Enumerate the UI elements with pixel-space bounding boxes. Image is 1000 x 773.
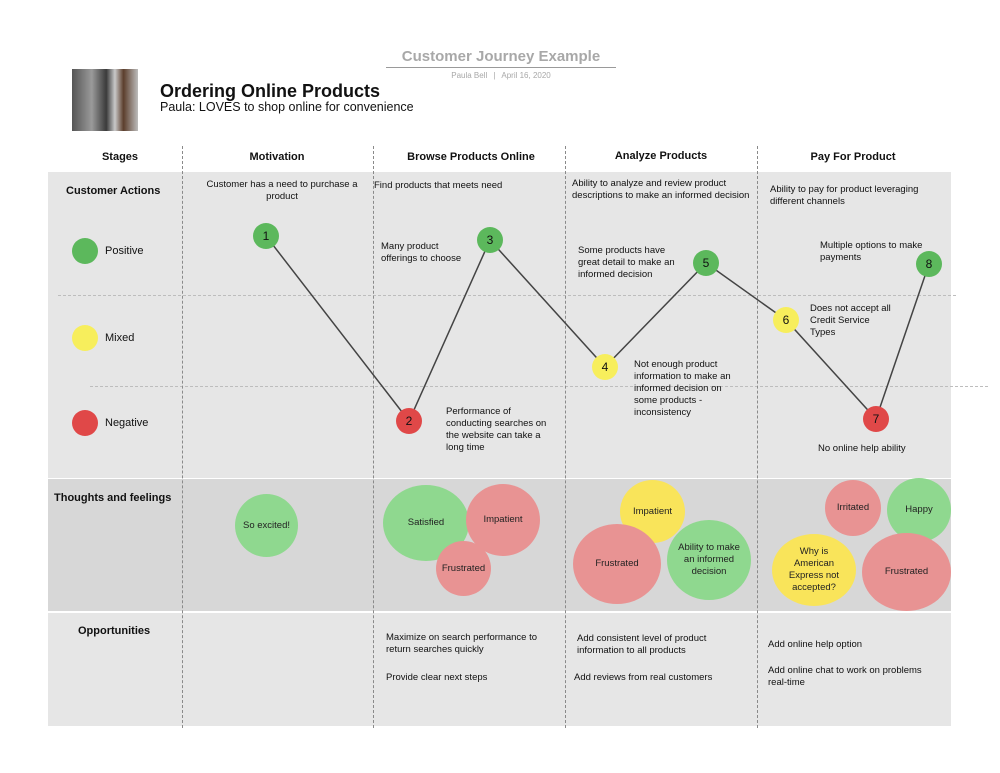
date: April 16, 2020 (501, 71, 551, 80)
opportunities-panel (48, 613, 951, 726)
persona-photo (72, 69, 138, 131)
feeling-bubble: Irritated (825, 480, 881, 536)
journey-point-8 (916, 251, 942, 277)
column-divider (182, 146, 183, 728)
journey-point-2 (396, 408, 422, 434)
feeling-bubble: So excited! (235, 494, 298, 557)
feeling-bubble: Frustrated (573, 524, 661, 604)
row-label-thoughts: Thoughts and feelings (54, 492, 172, 504)
stages-label: Stages (101, 151, 139, 163)
note-point-2: Performance of conducting searches on th… (446, 406, 547, 453)
opportunity-item: Add online chat to work on problems real… (768, 665, 922, 688)
note-point-4: Not enough product information to make a… (634, 359, 731, 418)
journey-point-label: 8 (926, 257, 933, 271)
note-point-3: Many product offerings to choose (381, 241, 462, 264)
action-browse: Find products that meets need (374, 180, 503, 191)
column-divider (565, 146, 566, 728)
legend-mixed: Mixed (105, 332, 135, 344)
note-point-6: Does not accept all Credit Service Types (810, 303, 891, 338)
journey-point-3 (477, 227, 503, 253)
feeling-bubble: Ability to make an informed decision (667, 520, 751, 600)
opportunity-item: Add reviews from real customers (574, 672, 713, 683)
journey-line (265, 235, 930, 423)
journey-point-label: 6 (783, 313, 790, 327)
opportunity-item: Add consistent level of product informat… (577, 633, 707, 656)
author: Paula Bell (451, 71, 488, 80)
opportunity-item: Maximize on search performance to return… (386, 632, 538, 655)
document-title: Customer Journey Example (401, 48, 601, 65)
note-point-7: No online help ability (818, 443, 906, 454)
journey-point-label: 1 (263, 229, 270, 243)
action-pay: Ability to pay for product leveraging di… (770, 184, 919, 207)
negative-legend-icon (72, 410, 98, 436)
feeling-bubble: Happy (887, 478, 951, 542)
journey-point-label: 5 (703, 256, 710, 270)
legend-positive: Positive (105, 245, 144, 257)
journey-point-label: 3 (487, 233, 494, 247)
opportunity-item: Provide clear next steps (386, 672, 488, 683)
stage-motivation: Motivation (249, 151, 305, 163)
document-meta: Paula Bell | April 16, 2020 (386, 71, 616, 80)
journey-point-7 (863, 406, 889, 432)
opportunity-item: Add online help option (768, 639, 863, 650)
stage-pay: Pay For Product (810, 151, 896, 163)
journey-points: 1 2 3 4 5 6 7 8 (253, 223, 942, 434)
feeling-bubble: Why is American Express not accepted? (772, 534, 856, 606)
legend-negative: Negative (105, 417, 149, 429)
stage-browse: Browse Products Online (407, 151, 535, 163)
stage-analyze: Analyze Products (614, 150, 708, 162)
action-analyze: Ability to analyze and review product de… (572, 178, 750, 201)
column-divider (373, 146, 374, 728)
column-divider (757, 146, 758, 728)
customer-actions-panel (48, 172, 951, 478)
journey-point-6 (773, 307, 799, 333)
row-label-opportunities: Opportunities (78, 625, 151, 637)
journey-point-4 (592, 354, 618, 380)
meta-separator: | (493, 71, 496, 80)
positive-legend-icon (72, 238, 98, 264)
mixed-negative-divider (90, 386, 988, 387)
persona-title: Ordering Online Products (160, 81, 381, 101)
persona-subtitle: Paula: LOVES to shop online for convenie… (160, 100, 414, 114)
note-point-8: Multiple options to make payments (820, 240, 923, 263)
row-label-customer-actions: Customer Actions (66, 185, 161, 197)
positive-mixed-divider (58, 295, 956, 296)
journey-point-1 (253, 223, 279, 249)
mixed-legend-icon (72, 325, 98, 351)
title-underline (386, 67, 616, 68)
feeling-bubble: Frustrated (862, 533, 951, 611)
journey-point-5 (693, 250, 719, 276)
feeling-bubble: Impatient (466, 484, 540, 556)
journey-point-label: 4 (602, 360, 609, 374)
journey-point-label: 2 (406, 414, 413, 428)
note-point-5: Some products have great detail to make … (578, 245, 675, 280)
journey-point-label: 7 (873, 412, 880, 426)
action-motivation: Customer has a need to purchase a produc… (206, 179, 358, 202)
feeling-bubble: Frustrated (436, 541, 491, 596)
